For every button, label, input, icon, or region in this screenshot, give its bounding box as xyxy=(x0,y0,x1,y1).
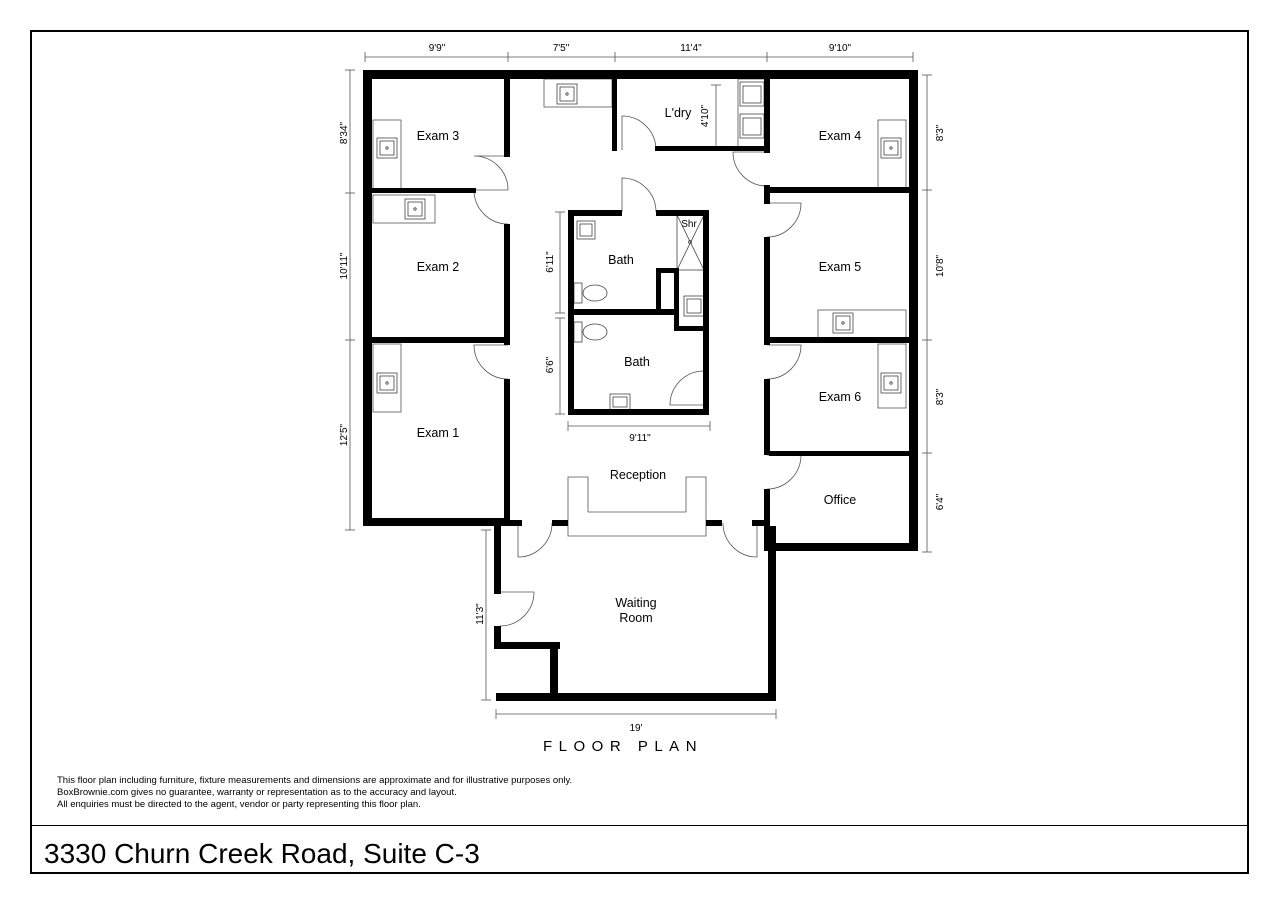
dim-top-3: 11'4" xyxy=(680,43,702,54)
dim-top-2: 7'5" xyxy=(553,43,570,54)
room-shower: Shr xyxy=(681,219,697,230)
disclaimer-line-2: BoxBrownie.com gives no guarantee, warra… xyxy=(57,787,457,798)
plan-title: FLOOR PLAN xyxy=(543,738,704,755)
room-exam-5: Exam 5 xyxy=(819,260,861,274)
disclaimer-line-3: All enquiries must be directed to the ag… xyxy=(57,799,421,810)
door-swings xyxy=(473,115,802,627)
page-frame xyxy=(30,30,1249,874)
room-exam-6: Exam 6 xyxy=(819,390,861,404)
room-exam-3: Exam 3 xyxy=(417,129,459,143)
room-bath-lower: Bath xyxy=(624,355,650,369)
sink-icons xyxy=(376,83,902,411)
dim-right-4: 6'4" xyxy=(935,493,946,510)
dim-top-4: 9'10" xyxy=(829,43,852,54)
sink-icon xyxy=(609,393,631,411)
dim-bath-width: 9'11" xyxy=(629,433,651,444)
room-bath-upper: Bath xyxy=(608,253,634,267)
sink-icon xyxy=(683,295,705,317)
dim-waiting-width: 19' xyxy=(629,723,642,734)
footer-divider xyxy=(30,825,1249,826)
dryer-icon xyxy=(739,113,765,139)
dim-bath-lower-height: 6'6" xyxy=(545,356,556,373)
dimension-lines xyxy=(345,52,932,719)
room-office: Office xyxy=(824,493,856,507)
room-exam-2: Exam 2 xyxy=(417,260,459,274)
toilet-icon xyxy=(573,282,608,304)
dim-bath-upper-height: 6'11" xyxy=(545,251,556,273)
dim-laundry-height: 4'10" xyxy=(700,104,711,127)
dim-top-1: 9'9" xyxy=(429,43,446,54)
room-exam-1: Exam 1 xyxy=(417,426,459,440)
room-exam-4: Exam 4 xyxy=(819,129,861,143)
sink-icon xyxy=(556,83,578,105)
dim-left-2: 10'11" xyxy=(339,252,350,279)
dim-waiting-height: 11'3" xyxy=(475,603,486,625)
room-laundry: L'dry xyxy=(665,106,692,120)
sink-icon xyxy=(376,137,398,159)
washer-icon xyxy=(739,81,765,107)
dim-right-1: 8'3" xyxy=(935,124,946,141)
property-address: 3330 Churn Creek Road, Suite C-3 xyxy=(44,838,480,869)
sink-icon xyxy=(832,312,854,334)
dim-left-1: 8'34" xyxy=(339,121,350,144)
walls xyxy=(363,70,918,701)
room-waiting-line-2: Room xyxy=(619,611,652,625)
sink-icon xyxy=(376,372,398,394)
dim-right-3: 8'3" xyxy=(935,388,946,405)
toilet-icons xyxy=(573,282,608,343)
dim-right-2: 10'8" xyxy=(935,254,946,277)
dim-left-3: 12'5" xyxy=(339,423,350,446)
room-reception: Reception xyxy=(610,468,666,482)
sink-icon xyxy=(404,198,426,220)
sink-icon xyxy=(880,137,902,159)
disclaimer-line-1: This floor plan including furniture, fix… xyxy=(57,775,573,786)
sink-icon xyxy=(880,372,902,394)
washer-dryer-icons xyxy=(739,81,765,139)
room-waiting-line-1: Waiting xyxy=(615,596,656,610)
sink-icon xyxy=(576,220,596,240)
disclaimer: This floor plan including furniture, fix… xyxy=(57,775,572,811)
toilet-icon xyxy=(573,321,608,343)
